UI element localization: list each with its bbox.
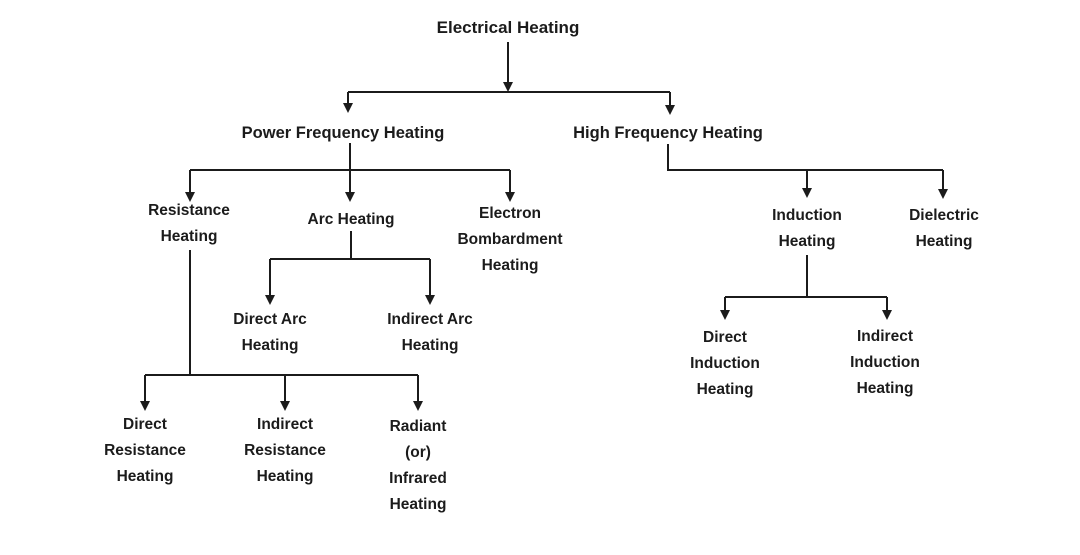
connector-hfh-stem-bar (667, 144, 943, 171)
node-electrical-heating: Electrical Heating (436, 18, 580, 37)
node-electron-bombardment-heating: Electron Bombardment Heating (457, 205, 563, 274)
node-arc-heating: Arc Heating (307, 211, 395, 228)
node-direct-induction-heating: Direct Induction Heating (690, 329, 760, 398)
node-resistance-heating: Resistance Heating (148, 202, 230, 245)
node-dielectric-heating: Dielectric Heating (909, 207, 979, 250)
node-high-frequency-heating: High Frequency Heating (573, 124, 763, 142)
node-indirect-arc-heating: Indirect Arc Heating (387, 311, 473, 354)
node-indirect-resistance-heating: Indirect Resistance Heating (244, 416, 326, 485)
node-direct-arc-heating: Direct Arc Heating (233, 311, 307, 354)
node-induction-heating: Induction Heating (772, 207, 842, 250)
node-indirect-induction-heating: Indirect Induction Heating (850, 328, 920, 397)
node-direct-resistance-heating: Direct Resistance Heating (104, 416, 186, 485)
node-power-frequency-heating: Power Frequency Heating (241, 124, 445, 142)
node-radiant-infrared-heating: Radiant (or) Infrared Heating (389, 418, 447, 513)
